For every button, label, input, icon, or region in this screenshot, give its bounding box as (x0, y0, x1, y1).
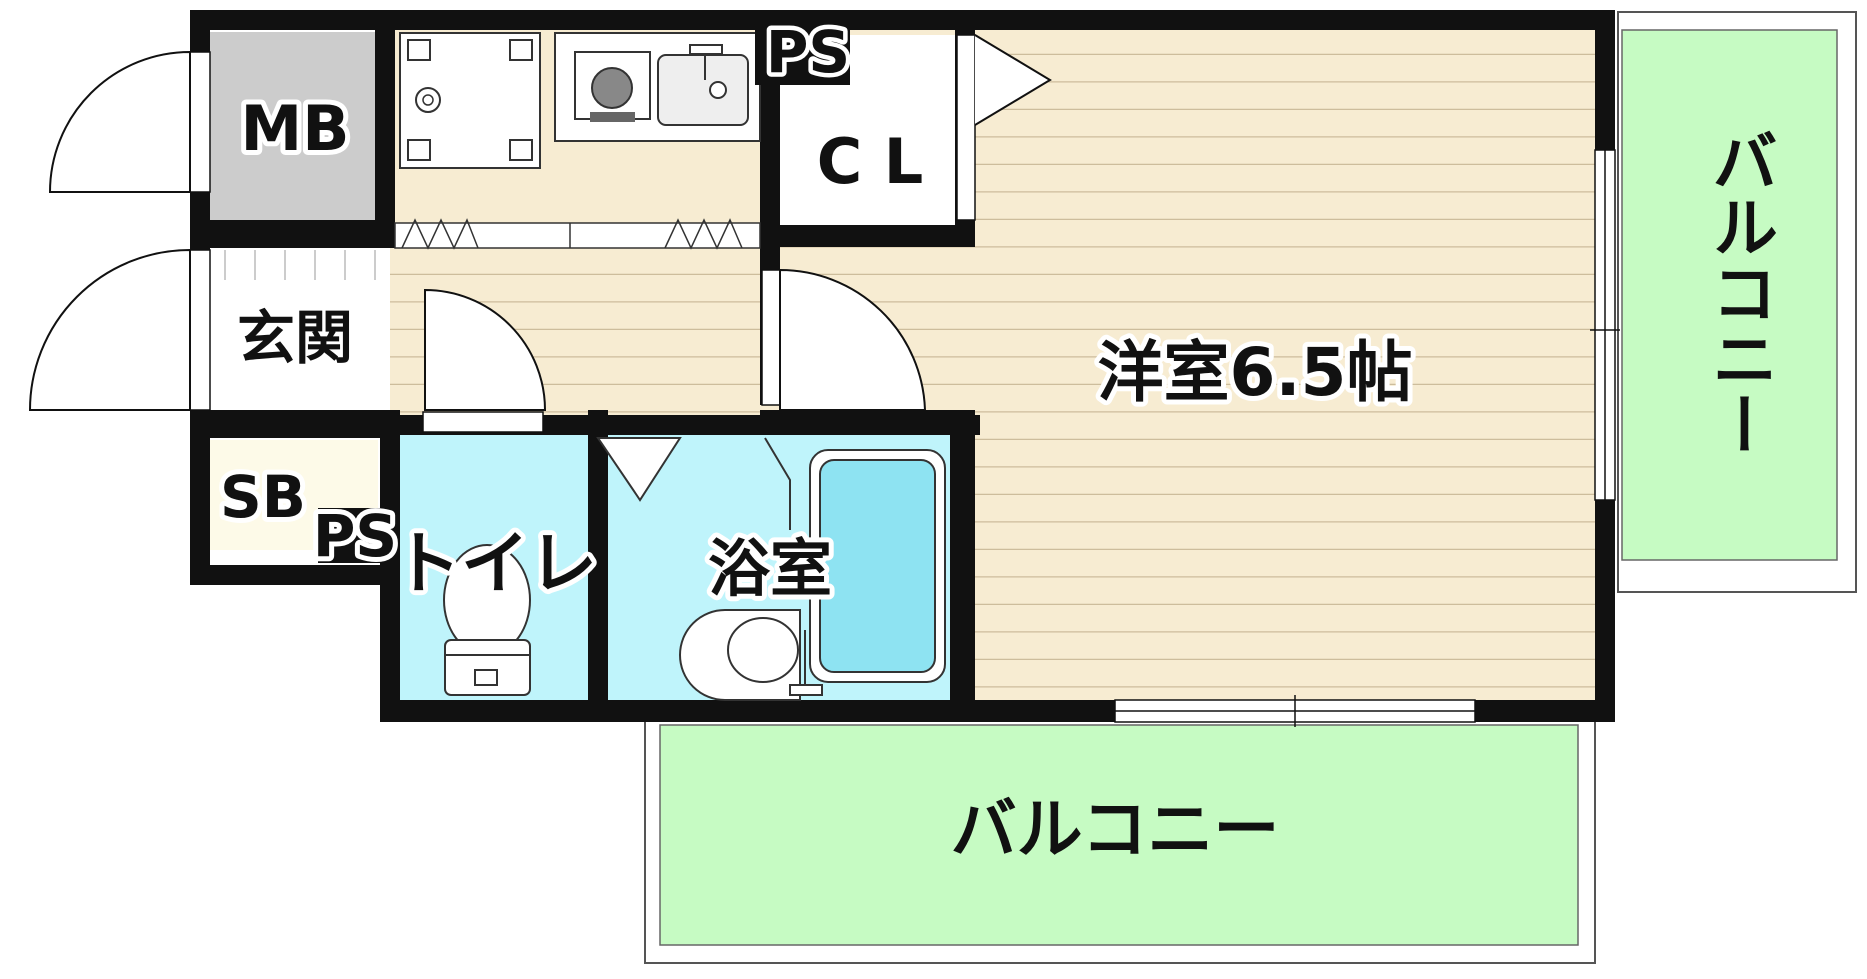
bottom-window[interactable] (1114, 695, 1476, 727)
ps-bottom-box (318, 508, 400, 563)
bathroom (596, 437, 946, 701)
balcony-right-label: バルコニー (1701, 127, 1778, 457)
right-window[interactable] (1590, 149, 1620, 501)
bath-door (596, 437, 682, 502)
faucet-icon (789, 684, 823, 696)
kitchen-beam (394, 218, 761, 250)
mb-closet (208, 32, 376, 222)
ps-bottom-label: PS (313, 502, 397, 570)
entrance-door[interactable] (28, 248, 191, 411)
balcony-right (1617, 11, 1857, 593)
sink-icon (657, 54, 749, 126)
genkan-floor (210, 248, 390, 418)
balcony-bottom-label: バルコニー (951, 791, 1280, 868)
mb-label: MB (241, 92, 350, 165)
bath-label: 浴室 (708, 532, 832, 605)
mb-door[interactable] (48, 50, 191, 193)
toilet-label: トイレ (393, 525, 597, 604)
cl-door[interactable] (974, 34, 1052, 126)
door-swings[interactable] (28, 50, 927, 411)
genkan-label: 玄関 (237, 304, 353, 372)
sb-label: SB (220, 463, 306, 531)
genkan-step-lines (224, 250, 376, 280)
toilet-icon (443, 544, 531, 696)
ps-top-label: PS (766, 18, 850, 86)
drain-icon (415, 87, 441, 113)
cl-label: C L (817, 125, 924, 198)
toilet-door[interactable] (424, 288, 547, 411)
kitchen (399, 32, 761, 169)
western-room-label: 洋室6.5帖 (1098, 334, 1413, 411)
wall-openings (189, 34, 976, 433)
walls (190, 10, 1615, 722)
ps-top-box (755, 25, 850, 85)
bathtub-icon (819, 459, 936, 673)
room-door[interactable] (779, 268, 927, 411)
